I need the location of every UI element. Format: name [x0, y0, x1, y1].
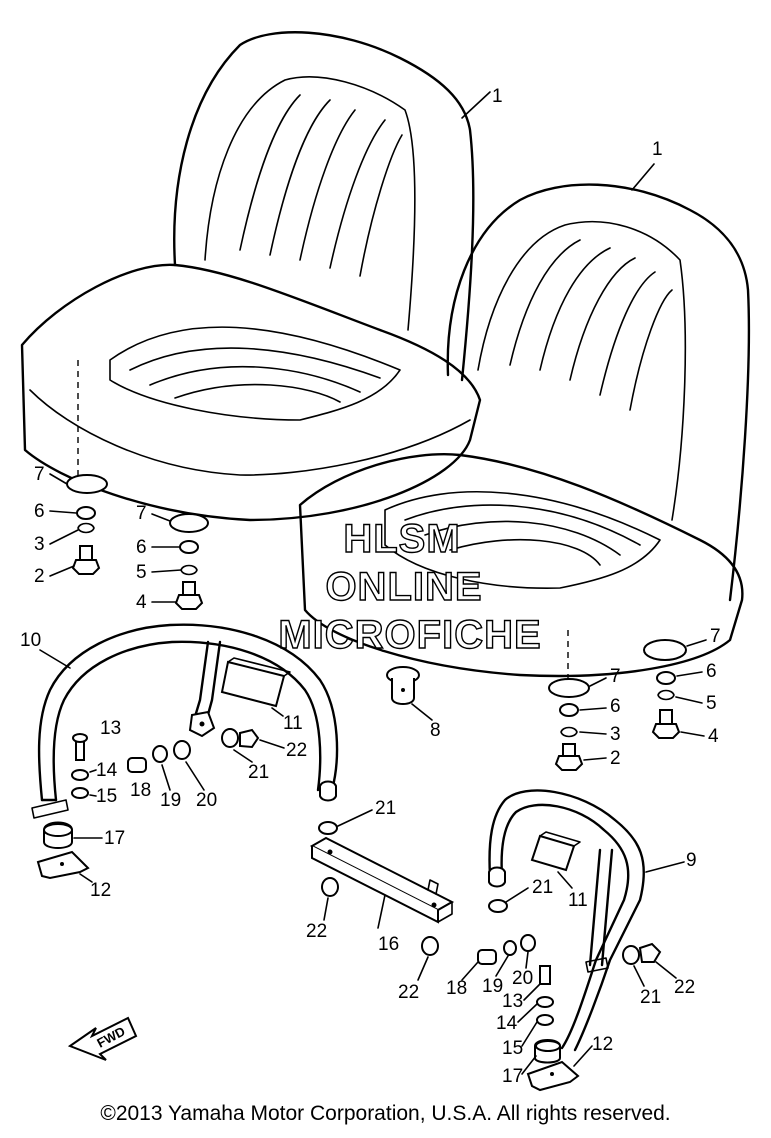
callout-nut-22-right: 22 — [674, 977, 695, 998]
callout-r-washer-a: 6 — [610, 696, 621, 717]
callout-r-cap-a: 7 — [610, 666, 621, 687]
seat-right — [298, 183, 751, 680]
callout-bolt-13-left: 13 — [100, 718, 121, 739]
callout-r-cap-b: 7 — [710, 626, 721, 647]
left-seat-hardware-b — [169, 513, 209, 610]
callout-washer-21-right-b: 21 — [640, 987, 661, 1008]
callout-grommet-17-right: 17 — [502, 1066, 523, 1087]
watermark-line-3: MICROFICHE — [278, 613, 541, 657]
callout-seat-left: 1 — [492, 86, 503, 107]
right-seat-hardware-b — [643, 639, 687, 739]
callout-pad-left: 11 — [283, 713, 303, 734]
callout-r-washer-b: 6 — [706, 661, 717, 682]
exploded-view-drawing: 1 1 HLSM ONLINE MICROFICHE 7 6 3 2 7 — [20, 31, 751, 1092]
grommet-clip-left — [36, 821, 90, 880]
callout-nut-20-left: 20 — [196, 790, 217, 811]
fasteners-right — [477, 899, 662, 1026]
callout-l-cap-a: 7 — [34, 464, 45, 485]
callout-frame-right: 9 — [686, 850, 697, 871]
callout-washer-19-left: 19 — [160, 790, 181, 811]
callout-l-bolt-b: 4 — [136, 592, 147, 613]
callout-grommet-17-left: 17 — [104, 828, 125, 849]
callout-clip-12-right: 12 — [592, 1034, 613, 1055]
callout-r-bolt-b: 4 — [708, 726, 719, 747]
callout-l-bolt-a: 2 — [34, 566, 45, 587]
callout-bushing-8: 8 — [430, 720, 441, 741]
callout-r-spring-a: 3 — [610, 724, 621, 745]
callout-washer-15-left: 15 — [96, 786, 117, 807]
callout-nut-20-right: 20 — [512, 968, 533, 989]
callout-bracket-16: 16 — [378, 934, 399, 955]
fwd-arrow-icon: FWD — [67, 1016, 138, 1061]
callout-r-bolt-a: 2 — [610, 748, 621, 769]
callout-washer-19-right: 19 — [482, 976, 503, 997]
copyright-notice: ©2013 Yamaha Motor Corporation, U.S.A. A… — [100, 1102, 671, 1125]
seat-left — [20, 31, 482, 522]
watermark: HLSM ONLINE MICROFICHE — [278, 516, 542, 657]
watermark-line-2: ONLINE — [325, 565, 482, 609]
callout-washer-21-right-a: 21 — [532, 877, 553, 898]
bracket-16 — [309, 821, 455, 956]
pad-right — [530, 831, 581, 872]
callout-nut-22-left: 22 — [286, 740, 307, 761]
callout-l-washer-a: 6 — [34, 501, 45, 522]
pad-left — [220, 657, 291, 708]
right-seat-hardware-a — [548, 678, 590, 771]
watermark-line-1: HLSM — [343, 517, 460, 561]
callout-collar-18-right: 18 — [446, 978, 467, 999]
callout-bolt-13-right: 13 — [502, 991, 523, 1012]
callout-l-spring-b: 5 — [136, 562, 147, 583]
frame-right — [488, 789, 645, 1052]
callout-washer-14-right: 14 — [496, 1013, 518, 1034]
callout-pad-right: 11 — [568, 890, 588, 911]
callout-nut-22-mid-b: 22 — [398, 982, 419, 1003]
callout-l-washer-b: 6 — [136, 537, 147, 558]
left-seat-hardware-a — [66, 474, 108, 575]
callout-seat-right: 1 — [652, 139, 663, 160]
callout-l-spring-a: 3 — [34, 534, 45, 555]
callout-washer-15-right: 15 — [502, 1038, 523, 1059]
callout-nut-22-mid-a: 22 — [306, 921, 327, 942]
callout-l-cap-b: 7 — [136, 503, 147, 524]
callout-washer-21-mid: 21 — [375, 798, 396, 819]
bushing-8 — [386, 666, 420, 705]
grommet-clip-right — [526, 1039, 580, 1092]
callout-frame-left: 10 — [20, 630, 41, 651]
callout-washer-21-left: 21 — [248, 762, 269, 783]
callout-clip-12-left: 12 — [90, 880, 111, 901]
callout-washer-14-left: 14 — [96, 760, 118, 781]
frame-left — [31, 623, 339, 819]
callout-r-spring-b: 5 — [706, 693, 717, 714]
callout-collar-18-left: 18 — [130, 780, 151, 801]
fasteners-left — [71, 728, 260, 799]
